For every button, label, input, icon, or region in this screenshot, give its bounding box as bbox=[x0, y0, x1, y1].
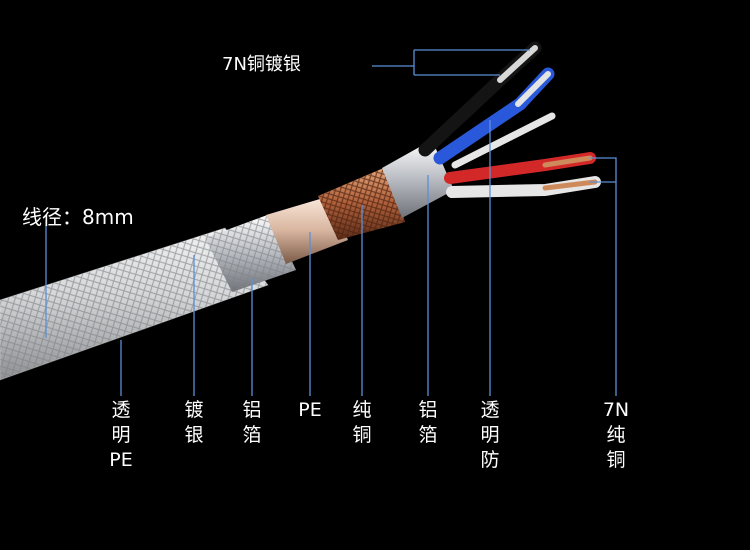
label-transparent-pe: 透 明 PE bbox=[109, 399, 133, 471]
leader-lines bbox=[45, 49, 617, 396]
outer-jacket bbox=[0, 227, 269, 381]
label-pure-copper: 纯 铜 bbox=[352, 399, 372, 446]
label-pe: PE bbox=[298, 399, 322, 421]
label-aluminum-foil-outer: 铝 箔 bbox=[242, 399, 262, 446]
label-transparent-protective: 透 明 防 bbox=[480, 399, 500, 471]
silver-braid bbox=[205, 214, 296, 292]
top-conductor-label: 7N铜镀银 bbox=[222, 54, 301, 75]
wires bbox=[418, 41, 601, 198]
label-7n-pure-copper: 7N 纯 铜 bbox=[602, 399, 630, 471]
copper-braid bbox=[318, 166, 405, 240]
label-silver-plated: 镀 银 bbox=[184, 399, 204, 446]
diameter-label: 线径：8mm bbox=[22, 205, 134, 229]
label-aluminum-foil-inner: 铝 箔 bbox=[418, 399, 438, 446]
